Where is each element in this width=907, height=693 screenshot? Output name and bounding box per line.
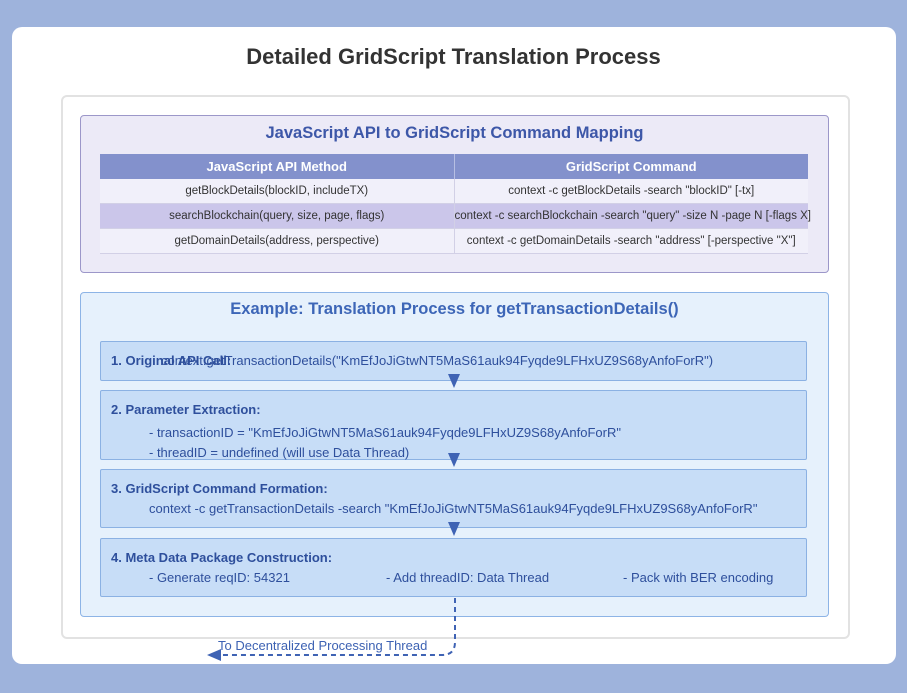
table-row: getBlockDetails(blockID, includeTX) cont… [100, 179, 808, 204]
flow-arrow-left-icon [207, 649, 221, 661]
step-heading: 4. Meta Data Package Construction: [111, 550, 333, 565]
step-heading: 3. GridScript Command Formation: [111, 481, 328, 496]
step-parameter-extraction: 2. Parameter Extraction: - transactionID… [100, 390, 807, 460]
package-item: - Generate reqID: 54321 [149, 570, 290, 585]
step-command-formation: 3. GridScript Command Formation: context… [100, 469, 807, 528]
command-line: context -c getTransactionDetails -search… [149, 501, 758, 516]
parameter-line: - threadID = undefined (will use Data Th… [149, 445, 410, 460]
example-title: Example: Translation Process for getTran… [230, 300, 679, 318]
mapping-title: JavaScript API to GridScript Command Map… [265, 124, 644, 142]
table-row: getDomainDetails(address, perspective) c… [100, 228, 808, 254]
column-header-js-method: JavaScript API Method [100, 154, 455, 179]
gridscript-command-cell: context -c getBlockDetails -search "bloc… [454, 179, 808, 204]
column-header-gridscript-command: GridScript Command [454, 154, 808, 179]
step-heading: 2. Parameter Extraction: [111, 402, 261, 417]
gridscript-command-cell: context -c getDomainDetails -search "add… [454, 228, 808, 254]
flow-label: To Decentralized Processing Thread [218, 638, 428, 653]
mapping-header-row: JavaScript API Method GridScript Command [100, 154, 808, 179]
js-method-cell: searchBlockchain(query, size, page, flag… [100, 203, 455, 229]
js-method-cell: getBlockDetails(blockID, includeTX) [100, 179, 455, 204]
js-method-cell: getDomainDetails(address, perspective) [100, 228, 455, 254]
flow-arrow-down-icon [448, 374, 460, 388]
flow-arrow-down-icon [448, 453, 460, 467]
step-meta-data-package: 4. Meta Data Package Construction: - Gen… [100, 538, 807, 597]
step-heading: 1. Original API Call: [111, 353, 232, 368]
mapping-table: JavaScript API Method GridScript Command… [100, 154, 811, 254]
page-title: Detailed GridScript Translation Process [246, 44, 661, 69]
package-item: - Add threadID: Data Thread [386, 570, 550, 585]
api-call-code: context.getTransactionDetails("KmEfJoJiG… [161, 353, 714, 368]
gridscript-command-cell: context -c searchBlockchain -search "que… [454, 203, 811, 229]
table-row: searchBlockchain(query, size, page, flag… [100, 203, 811, 229]
parameter-line: - transactionID = "KmEfJoJiGtwNT5MaS61au… [149, 425, 621, 440]
flow-arrow-down-icon [448, 522, 460, 536]
package-item: - Pack with BER encoding [623, 570, 774, 585]
